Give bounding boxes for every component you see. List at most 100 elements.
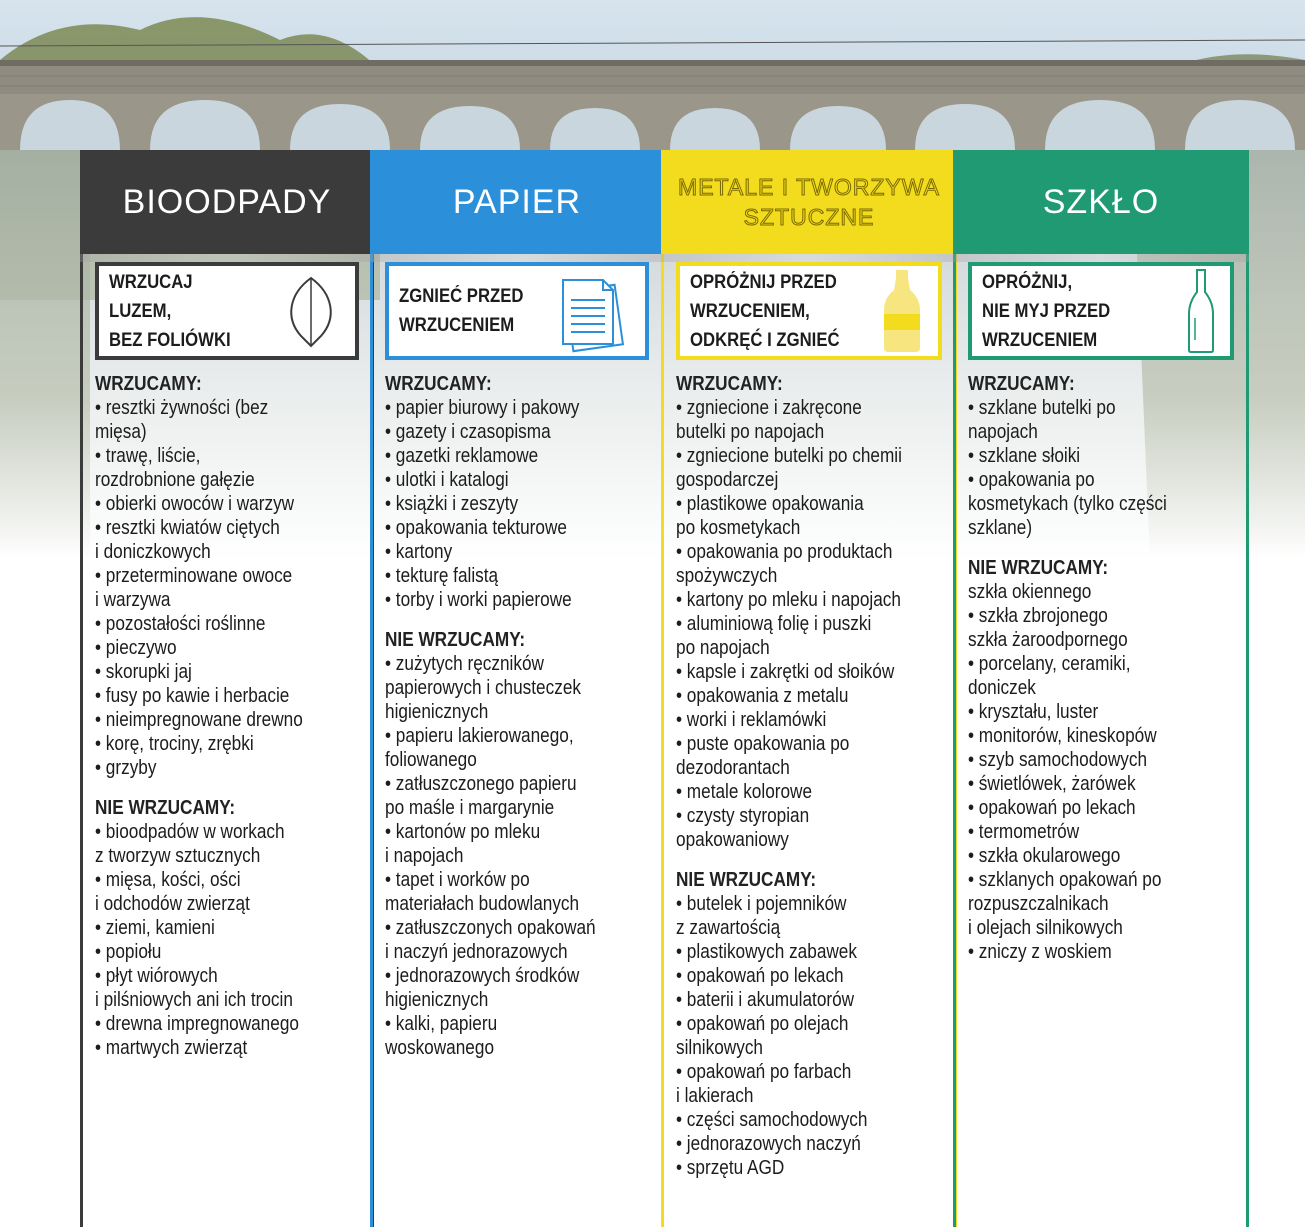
list-item: • płyt wiórowych [95, 965, 218, 987]
list-item: silnikowych [676, 1037, 763, 1059]
accepted-list: • szklane butelki po napojach • szklane … [968, 396, 1241, 540]
divider [370, 254, 664, 262]
list-item: • przeterminowane owoce [95, 565, 293, 587]
list-item: higienicznych [385, 701, 489, 723]
list-item: po maśle i margarynie [385, 797, 555, 819]
accepted-heading: WRZUCAMY: [95, 373, 202, 395]
instruction-box: OPRÓŻNIJ PRZED WRZUCENIEM, ODKRĘĆ I ZGNI… [676, 262, 942, 360]
list-item: • fusy po kawie i herbacie [95, 685, 290, 707]
accepted-list: • zgniecione i zakręcone butelki po napo… [676, 396, 949, 852]
instruction-line: WRZUCAJ [109, 271, 193, 293]
list-item: • sprzętu AGD [676, 1157, 785, 1179]
accepted-heading: WRZUCAMY: [385, 373, 492, 395]
accepted-list: • resztki żywności (bez mięsa) • trawę, … [95, 396, 366, 780]
list-item: opakowaniowy [676, 829, 789, 851]
list-item: foliowanego [385, 749, 477, 771]
list-item: • kapsle i zakrętki od słoików [676, 661, 895, 683]
list-item: • plastikowe opakowania [676, 493, 864, 515]
list-item: • trawę, liście, [95, 445, 201, 467]
instruction-text: WRZUCAJ LUZEM, BEZ FOLIÓWKI [109, 268, 259, 355]
list-item: • bioodpadów w workach [95, 821, 285, 843]
list-item: • szkła okularowego [968, 845, 1121, 867]
plastic-bottle-icon [884, 270, 920, 352]
column-content: WRZUCAMY: • resztki żywności (bez mięsa)… [95, 372, 367, 1060]
column-header-papier: PAPIER [370, 150, 664, 254]
list-item: • porcelany, ceramiki, [968, 653, 1131, 675]
column-title: METALE I TWORZYWA SZTUCZNE [678, 172, 940, 232]
list-item: • resztki żywności (bez [95, 397, 269, 419]
list-item: • grzyby [95, 757, 157, 779]
instruction-text: OPRÓŻNIJ, NIE MYJ PRZED WRZUCENIEM [982, 268, 1132, 355]
instruction-box: WRZUCAJ LUZEM, BEZ FOLIÓWKI [95, 262, 359, 360]
list-item: • zniczy z woskiem [968, 941, 1112, 963]
instruction-line: ZGNIEĆ PRZED [399, 286, 524, 307]
list-item: i odchodów zwierząt [95, 893, 250, 915]
instruction-box: OPRÓŻNIJ, NIE MYJ PRZED WRZUCENIEM [968, 262, 1234, 360]
list-item: • papier biurowy i pakowy [385, 397, 580, 419]
column-content: WRZUCAMY: • papier biurowy i pakowy • ga… [385, 372, 657, 1060]
instruction-line: ODKRĘĆ I ZGNIEĆ [690, 329, 840, 351]
list-item: • drewna impregnowanego [95, 1013, 299, 1035]
list-item: • baterii i akumulatorów [676, 989, 855, 1011]
column-content: WRZUCAMY: • zgniecione i zakręcone butel… [676, 372, 950, 1180]
list-item: rozpuszczalnikach [968, 893, 1109, 915]
rejected-list: • zużytych ręczników papierowych i chust… [385, 652, 656, 1060]
instruction-line: BEZ FOLIÓWKI [109, 329, 231, 351]
list-item: po napojach [676, 637, 770, 659]
list-item: i lakierach [676, 1085, 754, 1107]
rejected-heading: NIE WRZUCAMY: [385, 629, 526, 651]
list-item: • opakowań po olejach [676, 1013, 849, 1035]
column-title-line: METALE I TWORZYWA [678, 174, 940, 201]
list-item: • opakowania po produktach [676, 541, 893, 563]
rejected-list: • bioodpadów w workach z tworzyw sztuczn… [95, 820, 366, 1060]
column-title: PAPIER [452, 182, 582, 221]
list-item: • obierki owoców i warzyw [95, 493, 295, 515]
list-item: z tworzyw sztucznych [95, 845, 261, 867]
list-item: • tekturę falistą [385, 565, 499, 587]
instruction-box: ZGNIEĆ PRZED WRZUCENIEM [385, 262, 649, 360]
list-item: i doniczkowych [95, 541, 211, 563]
list-item: • świetlówek, żarówek [968, 773, 1136, 795]
list-item: • papieru lakierowanego, [385, 725, 574, 747]
list-item: • puste opakowania po [676, 733, 850, 755]
list-item: • kalki, papieru [385, 1013, 498, 1035]
list-item: • szklane słoiki [968, 445, 1081, 467]
instruction-line: WRZUCENIEM [982, 329, 1098, 351]
rejected-list: szkła okiennego • szkła zbrojonego szkła… [968, 580, 1241, 964]
divider [953, 254, 1249, 262]
list-item: i warzywa [95, 589, 171, 611]
list-item: • zgniecione butelki po chemii [676, 445, 902, 467]
instruction-line: OPRÓŻNIJ PRZED [690, 271, 837, 293]
list-item: z zawartością [676, 917, 781, 939]
column-header-szklo: SZKŁO [953, 150, 1249, 254]
column-title-line: SZTUCZNE [743, 204, 875, 231]
list-item: szkła żaroodpornego [968, 629, 1128, 651]
list-item: • tapet i worków po [385, 869, 530, 891]
column-title: BIOODPADY [122, 182, 332, 221]
list-item: i naczyń jednorazowych [385, 941, 568, 963]
list-item: • opakowań po lekach [968, 797, 1136, 819]
list-item: • szkła zbrojonego [968, 605, 1108, 627]
list-item: • martwych zwierząt [95, 1037, 248, 1059]
leaf-icon [290, 276, 332, 348]
list-item: • termometrów [968, 821, 1080, 843]
list-item: • ziemi, kamieni [95, 917, 215, 939]
list-item: • zatłuszczonych opakowań [385, 917, 596, 939]
list-item: • kryształu, luster [968, 701, 1099, 723]
list-item: • ulotki i katalogi [385, 469, 509, 491]
column-metale-tworzywa: METALE I TWORZYWA SZTUCZNE OPRÓŻNIJ PRZE… [661, 150, 957, 1227]
divider [661, 254, 957, 262]
rejected-heading: NIE WRZUCAMY: [676, 869, 817, 891]
list-item: • zgniecione i zakręcone [676, 397, 862, 419]
list-item: i pilśniowych ani ich trocin [95, 989, 293, 1011]
instruction-text: ZGNIEĆ PRZED WRZUCENIEM [399, 282, 549, 340]
list-item: • mięsa, kości, ości [95, 869, 241, 891]
list-item: szkła okiennego [968, 581, 1092, 603]
column-header-metale: METALE I TWORZYWA SZTUCZNE [661, 150, 957, 254]
list-item: • skorupki jaj [95, 661, 192, 683]
list-item: • opakowania po [968, 469, 1095, 491]
list-item: • popiołu [95, 941, 162, 963]
list-item: • zatłuszczonego papieru [385, 773, 577, 795]
list-item: • szyb samochodowych [968, 749, 1148, 771]
list-item: • kartony po mleku i napojach [676, 589, 901, 611]
